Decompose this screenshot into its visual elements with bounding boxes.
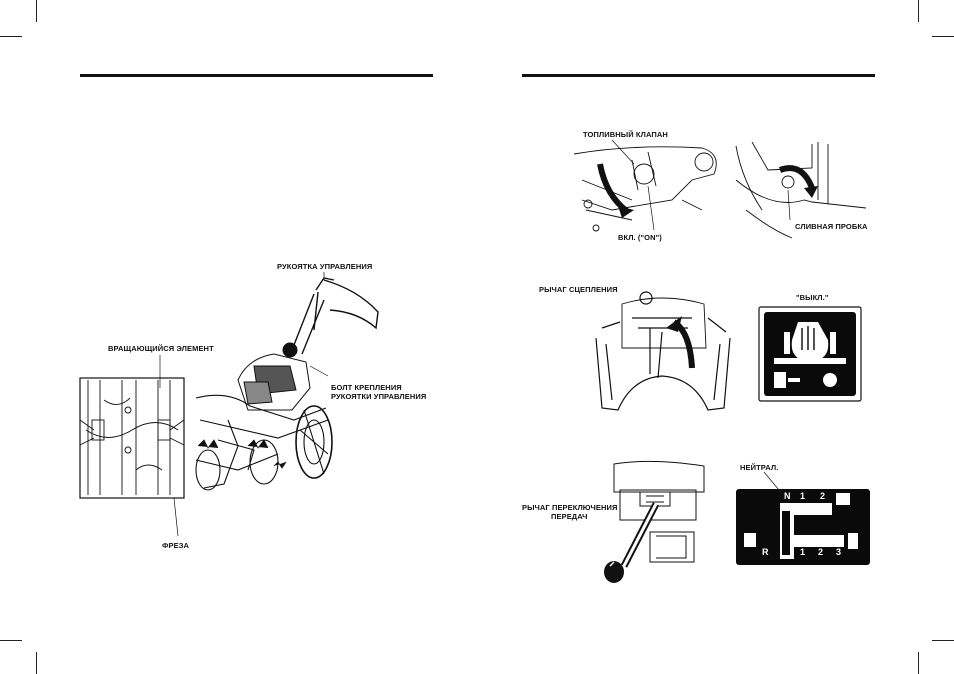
gear-shift-illustration [600, 462, 720, 588]
tiller-illustration [78, 270, 438, 550]
label-tiller: ФРЕЗА [162, 541, 189, 550]
label-control-handle: РУКОЯТКА УПРАВЛЕНИЯ [277, 262, 372, 271]
right-header-rule [522, 74, 875, 77]
left-header-rule [80, 74, 433, 77]
crop-mark [918, 0, 919, 22]
gear-top-2: 2 [820, 491, 825, 501]
label-drain-plug: СЛИВНАЯ ПРОБКА [795, 222, 868, 231]
label-clutch-lever: РЫЧАГ СЦЕПЛЕНИЯ [539, 285, 618, 294]
crop-mark [0, 36, 22, 37]
label-shift-lever-line1: РЫЧАГ ПЕРЕКЛЮЧЕНИЯ [522, 503, 618, 512]
label-handle-bolt-line2: РУКОЯТКИ УПРАВЛЕНИЯ [331, 392, 426, 401]
gear-bottom-3: 3 [836, 547, 841, 557]
crop-mark [932, 36, 954, 37]
clutch-lever-illustration [592, 288, 734, 414]
label-handle-bolt-line1: БОЛТ КРЕПЛЕНИЯ [331, 383, 402, 392]
label-off: "ВЫКЛ." [796, 293, 829, 302]
gear-plate: N R 1 2 1 2 3 [736, 489, 870, 565]
crop-mark [918, 652, 919, 674]
label-on: ВКЛ. ("ON") [618, 233, 662, 242]
crop-mark [0, 640, 22, 641]
gear-bottom-1: 1 [800, 547, 805, 557]
neutral-leader-line [760, 470, 790, 500]
gear-bottom-2: 2 [818, 547, 823, 557]
fuel-valve-illustration [572, 140, 722, 240]
label-fuel-valve: ТОПЛИВНЫЙ КЛАПАН [583, 130, 668, 139]
crop-mark [932, 640, 954, 641]
crop-mark [36, 0, 37, 22]
crop-mark [36, 652, 37, 674]
label-shift-lever-line2: ПЕРЕДАЧ [551, 512, 588, 521]
clutch-off-sign [758, 306, 862, 402]
gear-top-1: 1 [800, 491, 805, 501]
gear-label-reverse: R [762, 547, 769, 557]
label-rotating-element: ВРАЩАЮЩИЙСЯ ЭЛЕМЕНТ [108, 344, 214, 353]
